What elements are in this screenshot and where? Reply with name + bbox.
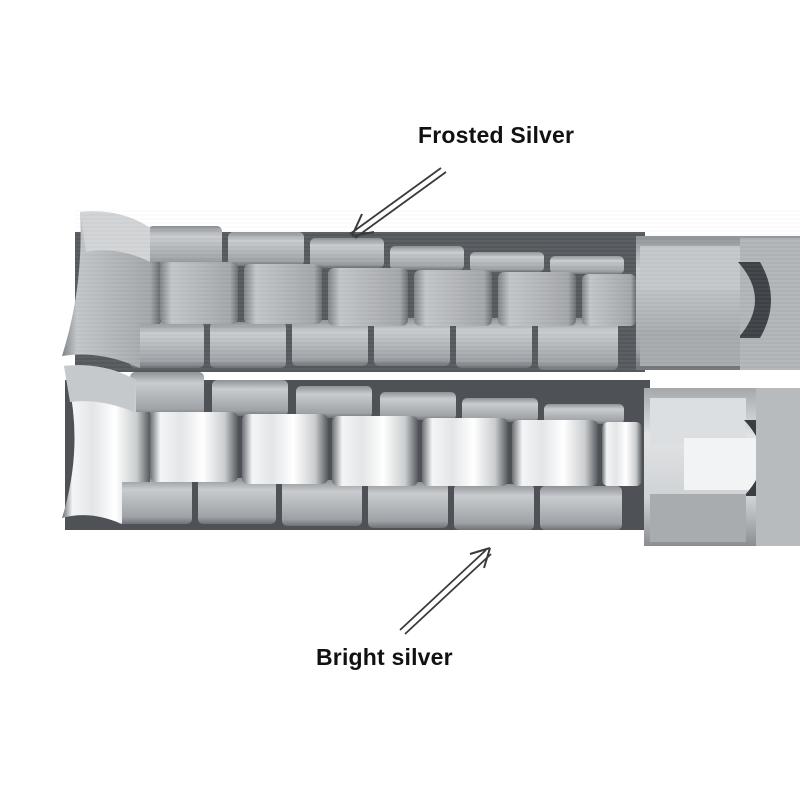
- frosted-bracelet: [62, 210, 800, 372]
- frosted-arrow: [349, 167, 447, 239]
- bright-bracelet: [62, 365, 800, 546]
- bright-arrow: [399, 547, 492, 635]
- frosted-silver-label: Frosted Silver: [418, 122, 575, 148]
- bright-silver-label: Bright silver: [316, 644, 453, 670]
